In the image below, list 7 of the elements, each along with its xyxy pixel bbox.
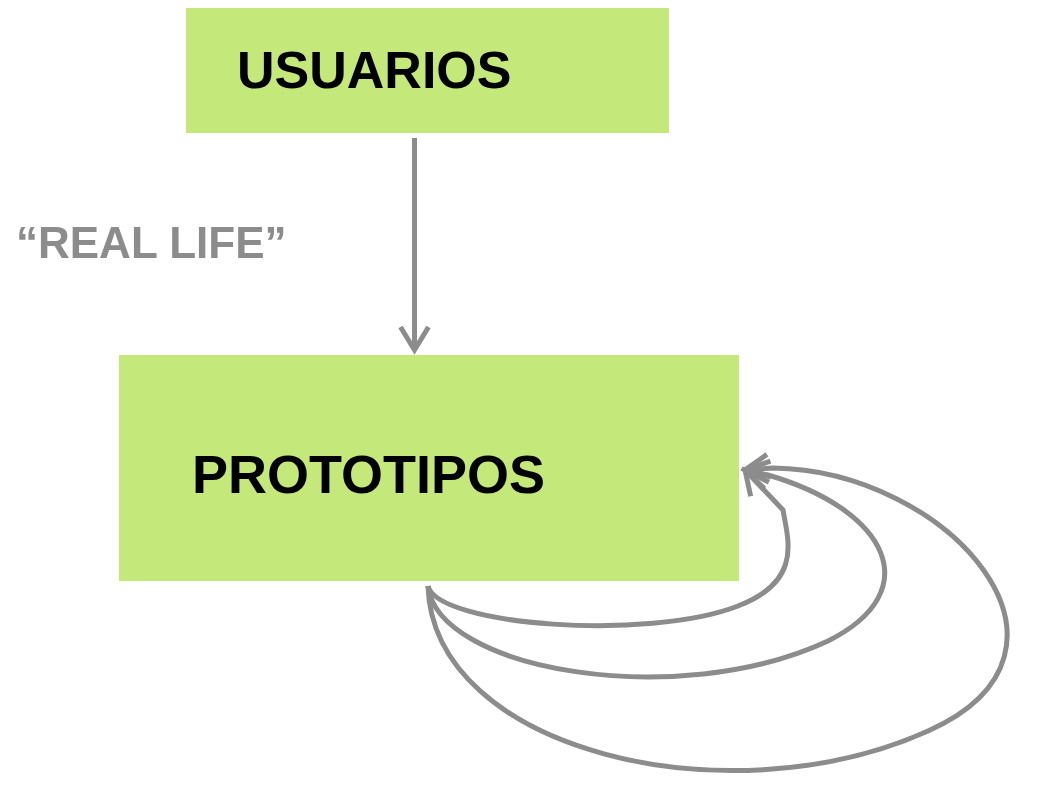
process-box [186, 8, 669, 133]
edge-label: “REAL LIFE” [16, 218, 287, 268]
box-title: PROTOTIPOS [192, 443, 546, 505]
arrow [398, 138, 431, 353]
arrow [425, 451, 1009, 773]
box-title: USUARIOS [237, 40, 512, 100]
process-box [119, 355, 739, 581]
